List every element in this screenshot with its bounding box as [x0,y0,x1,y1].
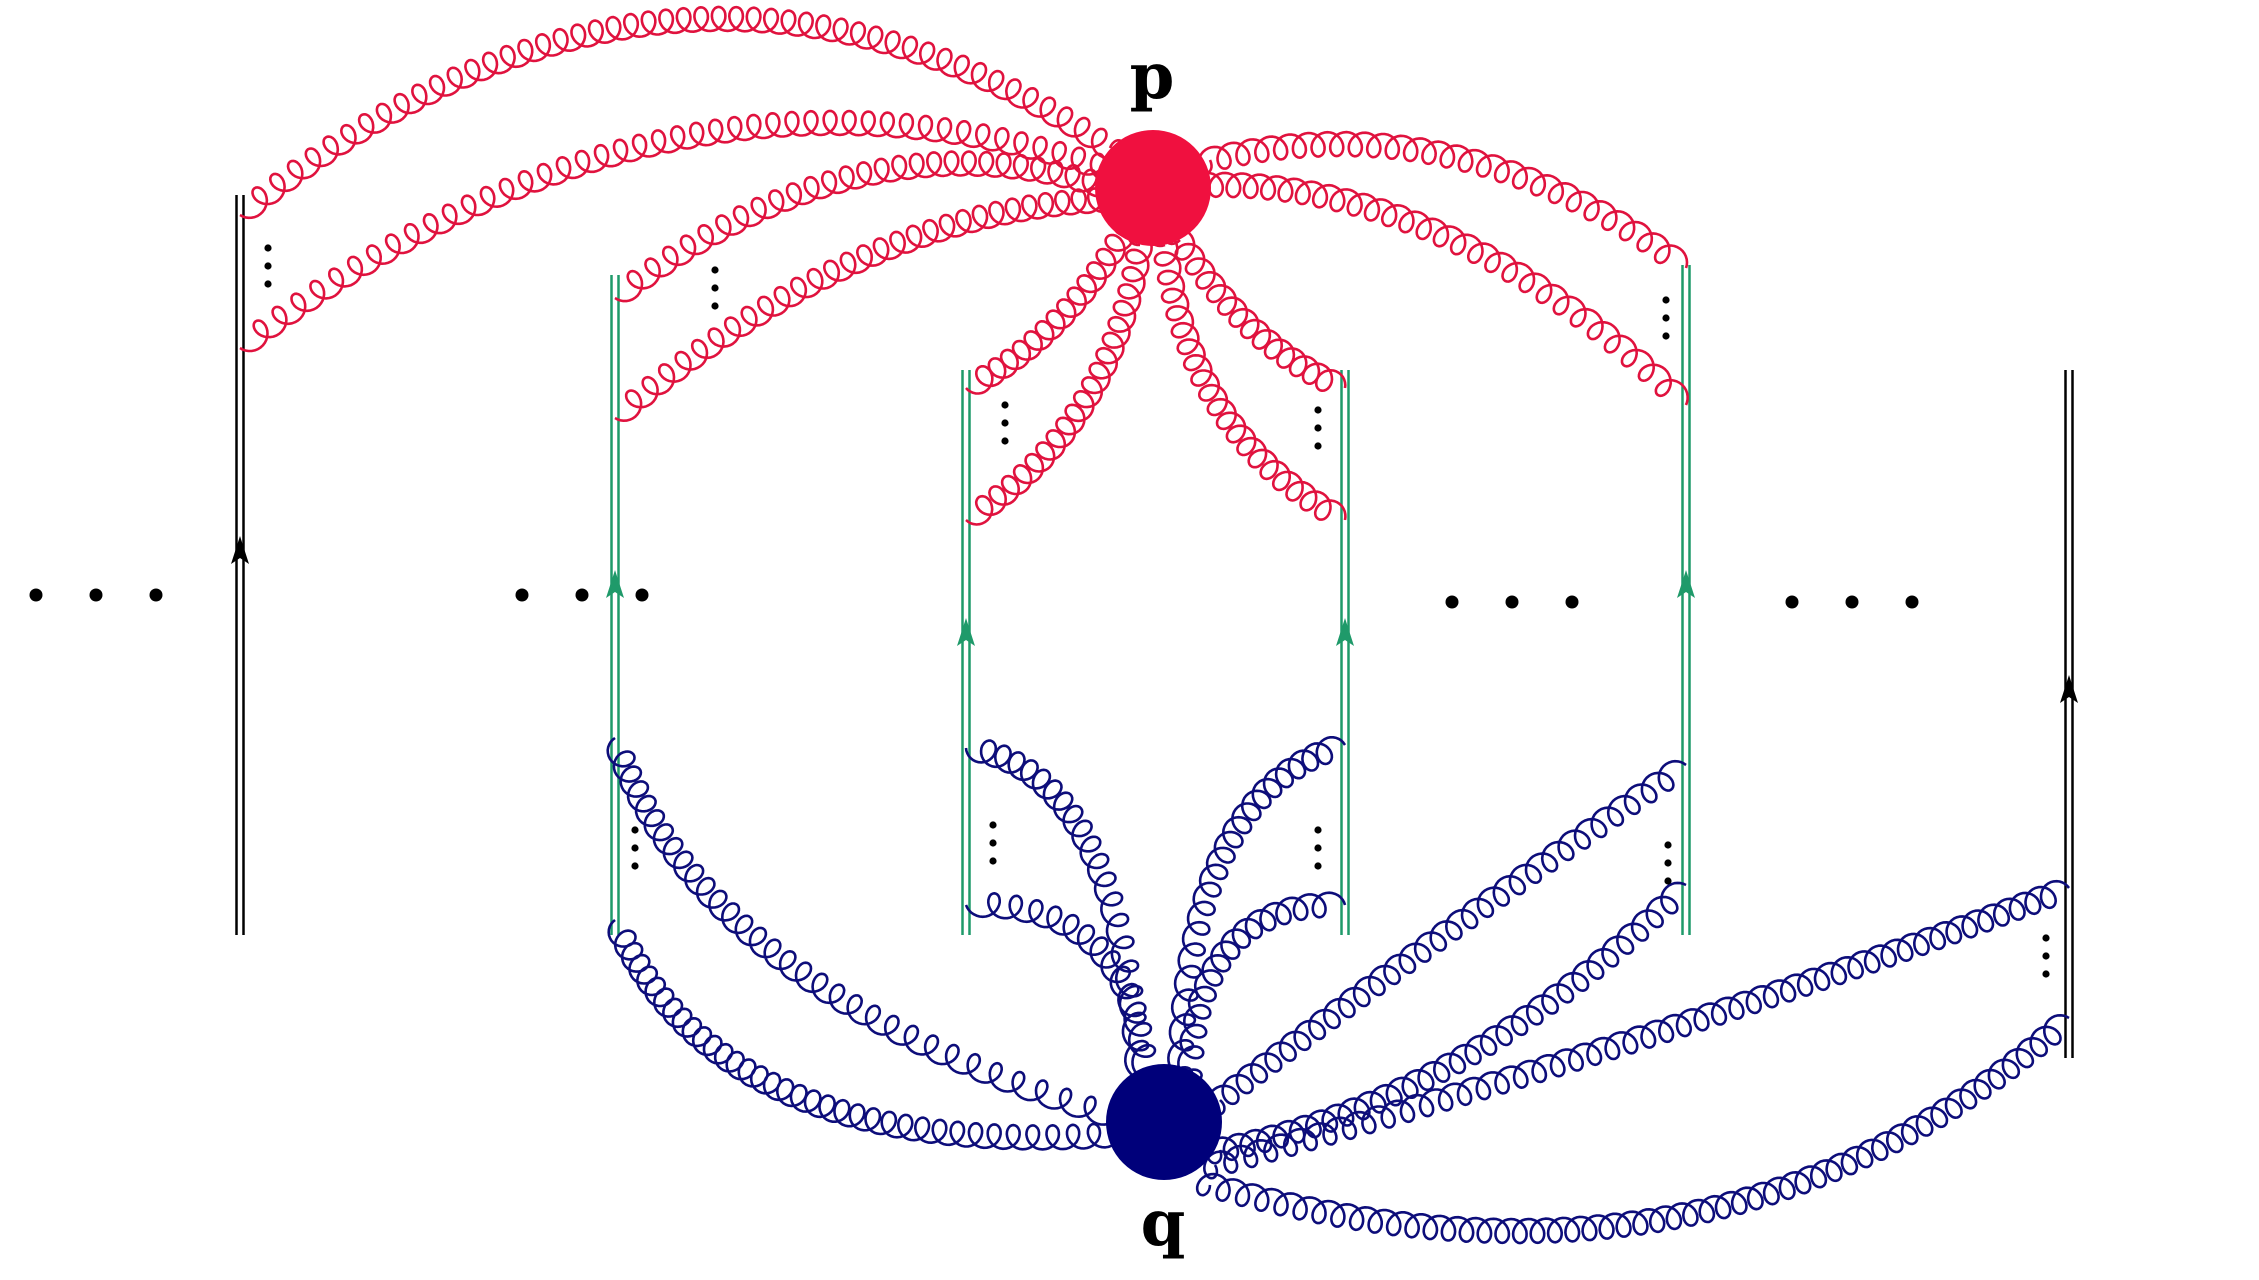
vertical-dots-7 [989,839,997,847]
arrow-icon [2060,675,2078,703]
vertical-dots-5 [1662,314,1670,322]
vertical-dots-2 [711,302,719,310]
vertical-dots-8 [1314,826,1322,834]
vertical-dots-9 [1664,859,1672,867]
green-line-1 [606,275,624,935]
green-line-2 [957,370,975,935]
horizontal-dots-3 [1445,595,1459,609]
vertical-dots-10 [2042,934,2050,942]
gluon-p-line2-b [965,230,1153,526]
bottom-vertex-q [1106,1064,1222,1180]
outer-right-line [2060,370,2078,1058]
vertical-dots-9 [1664,841,1672,849]
horizontal-dots-4 [1785,595,1799,609]
arrow-icon [957,618,975,646]
horizontal-dots-2 [515,588,529,602]
horizontal-dots-2 [575,588,589,602]
gluon-q-outer-right-a [1203,879,2071,1180]
gluon-p-line4-a [1197,130,1689,269]
gluon-q-line1-a [606,736,1122,1126]
vertical-dots-4 [1314,424,1322,432]
gluon-q-line2-a [964,739,1152,1081]
horizontal-dots-3 [1565,595,1579,609]
green-line-3 [1336,370,1354,935]
vertical-dots-1 [264,244,272,252]
gluon-q-line3-b [1177,891,1347,1082]
horizontal-dots-4 [1845,595,1859,609]
vertical-dots-6 [631,826,639,834]
arrow-icon [606,570,624,598]
top-vertex-p [1095,130,1211,246]
bottom-vertex-label: q [1141,1186,1186,1261]
horizontal-dots-1 [29,588,43,602]
wilson-lines [231,195,2078,1058]
vertical-dots-10 [2042,970,2050,978]
gluon-q-line3-a [1167,735,1347,1079]
horizontal-dots-2 [635,588,649,602]
vertical-dots-10 [2042,952,2050,960]
gluon-p-outer-left-a [239,5,1125,220]
horizontal-dots-3 [1505,595,1519,609]
gluon-q-line1-b [607,919,1123,1151]
vertical-dots-6 [631,844,639,852]
horizontal-dots-4 [1905,595,1919,609]
gluon-q-line4-a [1207,759,1687,1116]
vertical-dots-8 [1314,862,1322,870]
vertical-dots-1 [264,280,272,288]
gluon-q-outer-right-b [1195,1013,2070,1245]
gluon-p-line3-a [1164,227,1347,393]
green-line-4 [1677,265,1695,935]
vertical-dots-6 [631,862,639,870]
continuation-dots [29,244,2050,978]
vertical-dots-8 [1314,844,1322,852]
gluon-q-line2-b [964,891,1159,1082]
horizontal-dots-1 [89,588,103,602]
vertical-dots-4 [1314,406,1322,414]
vertical-dots-4 [1314,442,1322,450]
gluon-p-line2-a [965,219,1135,395]
vertical-dots-2 [711,284,719,292]
gluon-p-line1-a [614,150,1116,303]
gluon-lines [239,5,2071,1245]
vertical-dots-5 [1662,332,1670,340]
vertical-dots-3 [1001,419,1009,427]
arrow-icon [1677,570,1695,598]
gluon-p-line1-b [614,186,1120,423]
vertical-dots-5 [1662,296,1670,304]
vertical-dots-2 [711,266,719,274]
vertical-dots-1 [264,262,272,270]
arrow-icon [231,536,249,564]
vertical-dots-3 [1001,401,1009,409]
arrow-icon [1336,618,1354,646]
gluon-p-line4-b [1190,171,1689,406]
horizontal-dots-1 [149,588,163,602]
outer-left-line [231,195,249,935]
vertical-dots-3 [1001,437,1009,445]
gluon-p-outer-left-b [239,109,1125,353]
gluon-p-line3-b [1151,232,1347,521]
vertical-dots-7 [989,821,997,829]
vertical-dots-9 [1664,877,1672,885]
vertical-dots-7 [989,857,997,865]
top-vertex-label: p [1130,39,1175,114]
